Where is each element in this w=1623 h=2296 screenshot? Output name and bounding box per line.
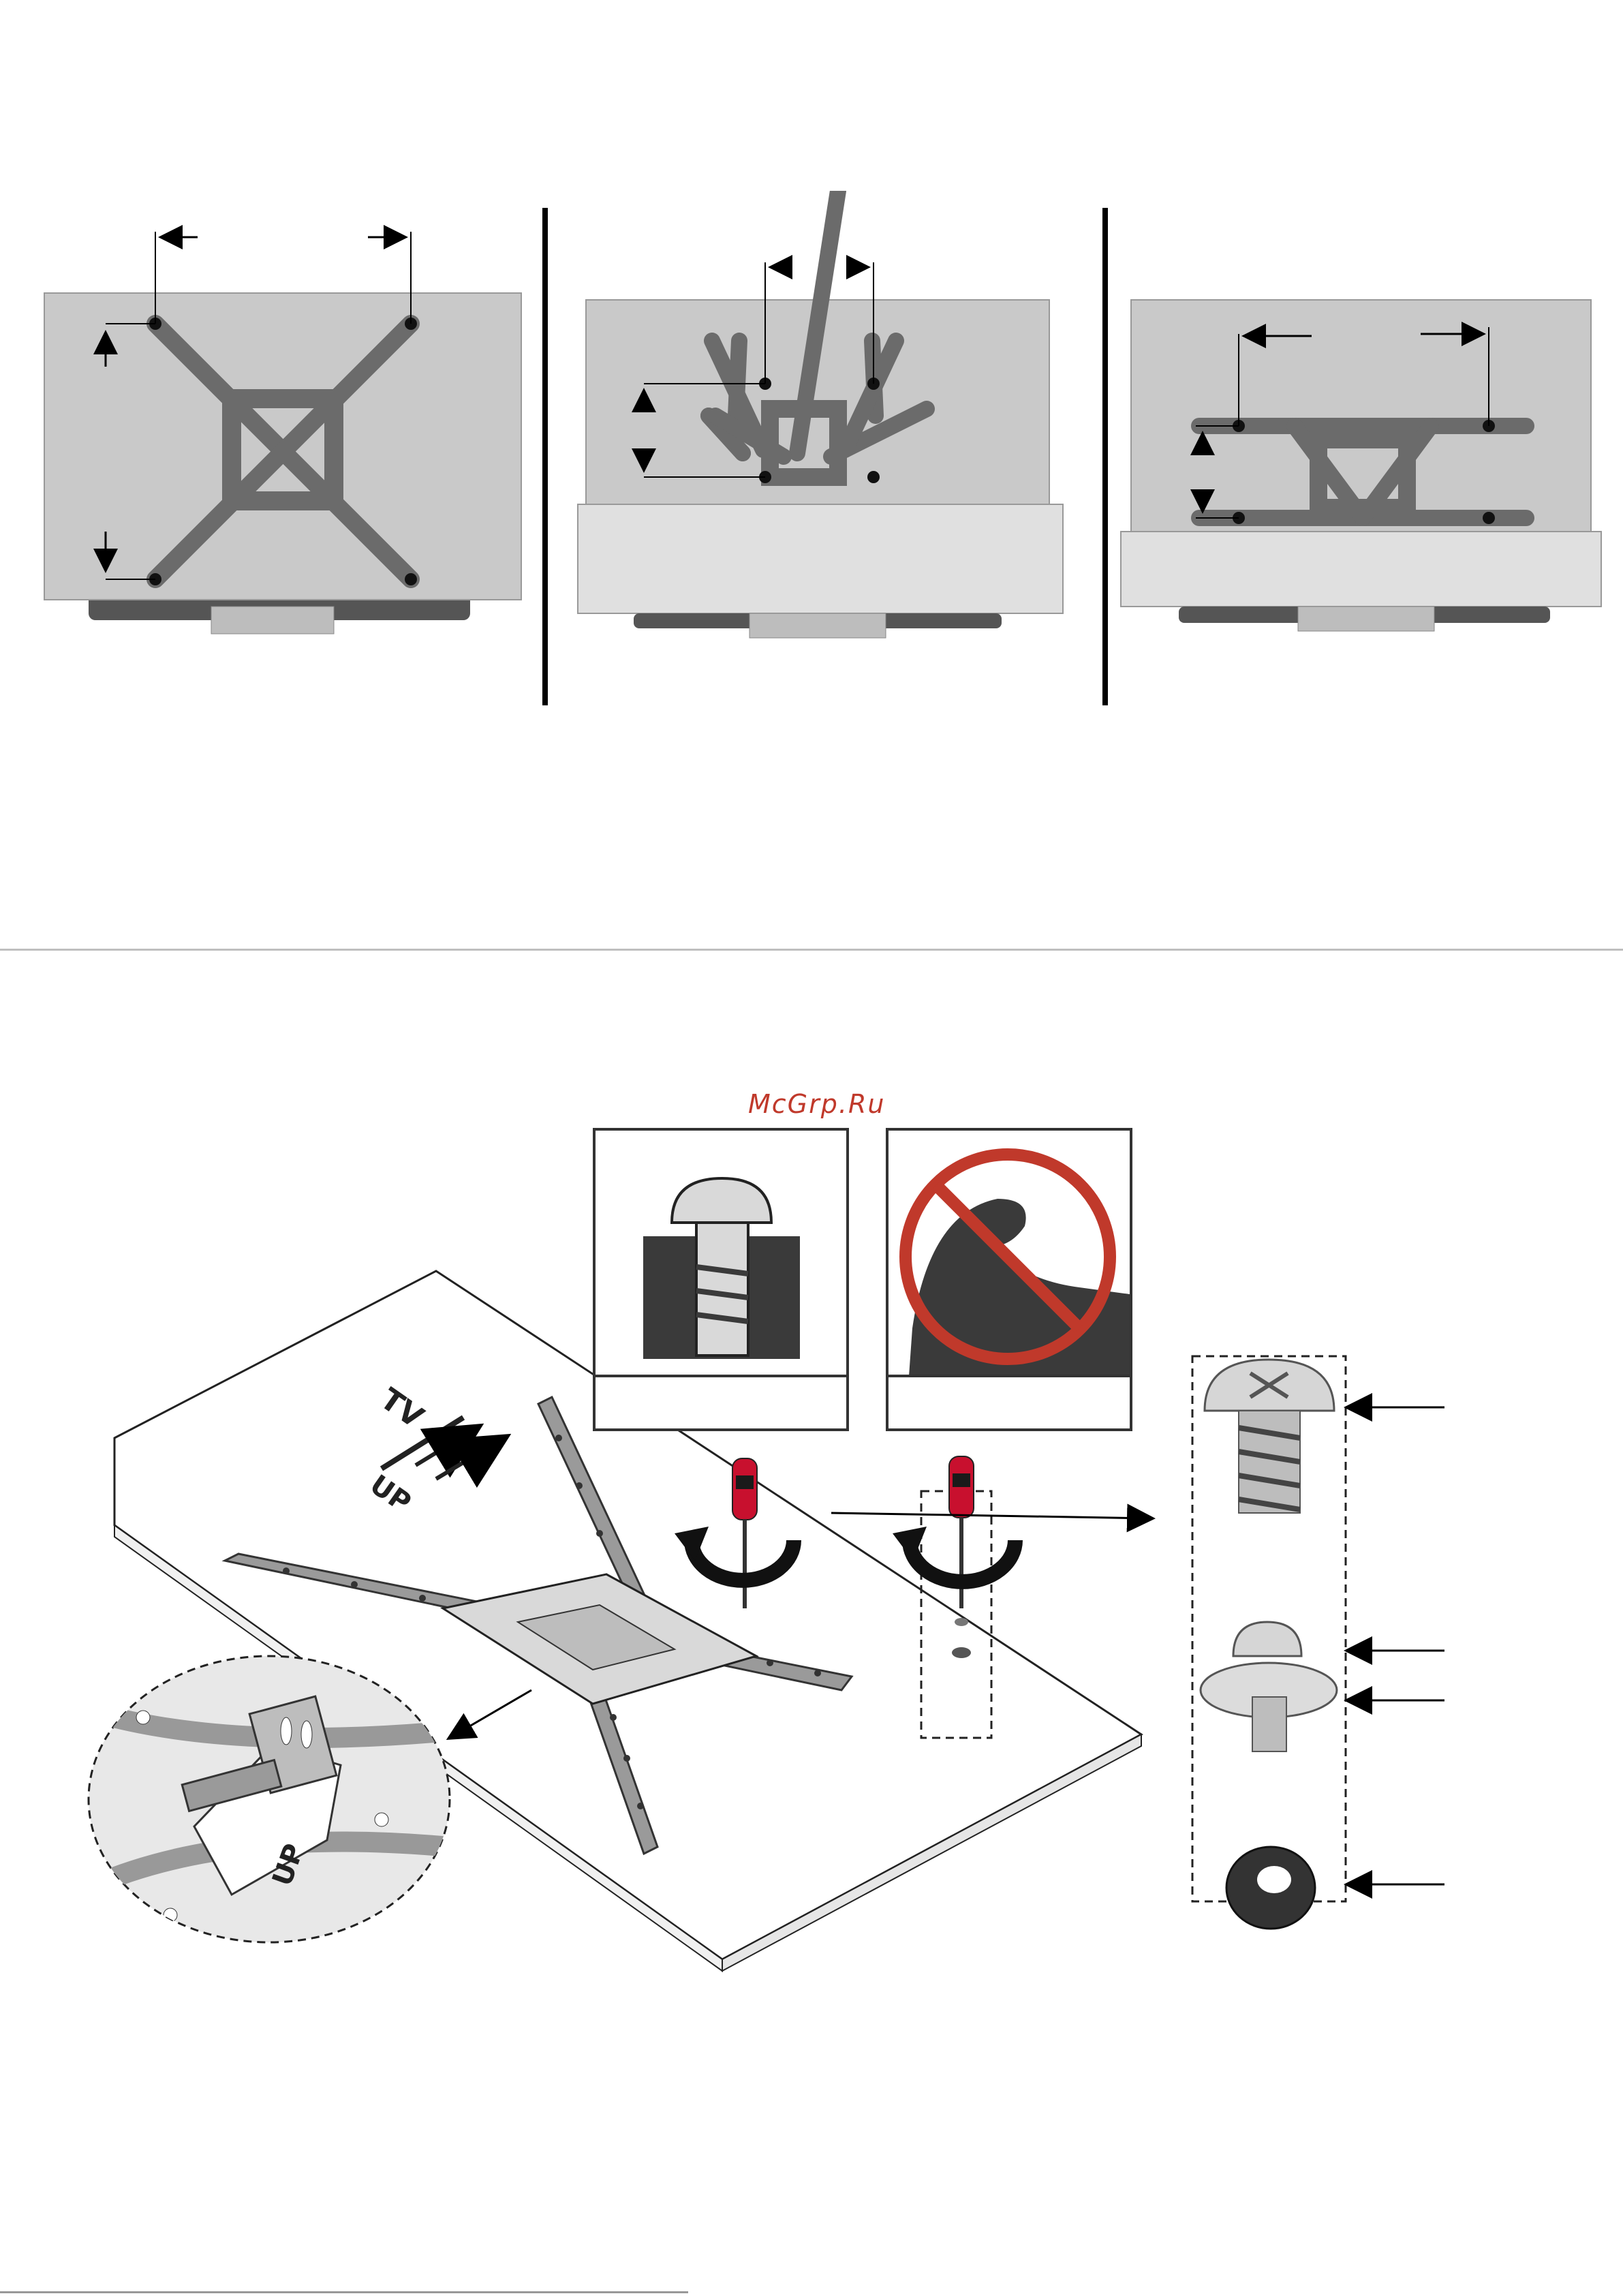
section-separator <box>0 949 1623 951</box>
spacer-ring-icon <box>1226 1847 1315 1929</box>
config-panel-1 <box>44 232 521 634</box>
config-diagrams-svg <box>0 191 1623 709</box>
detail-callout: UP <box>89 1656 450 1942</box>
no-force-panel <box>886 1128 1132 1431</box>
bolt-washer-icon <box>1201 1622 1337 1751</box>
bolt-depth-panel <box>593 1128 849 1431</box>
config-panel-3 <box>1121 300 1601 631</box>
bolt-large-icon <box>1205 1360 1334 1513</box>
no-force-icon <box>888 1131 1130 1428</box>
watermark-text: McGrp.Ru <box>748 1089 885 1119</box>
config-panel-2 <box>578 191 1063 638</box>
bolt-depth-icon <box>596 1131 846 1428</box>
footer-rule <box>0 2291 688 2293</box>
config-diagrams-row <box>0 191 1623 709</box>
